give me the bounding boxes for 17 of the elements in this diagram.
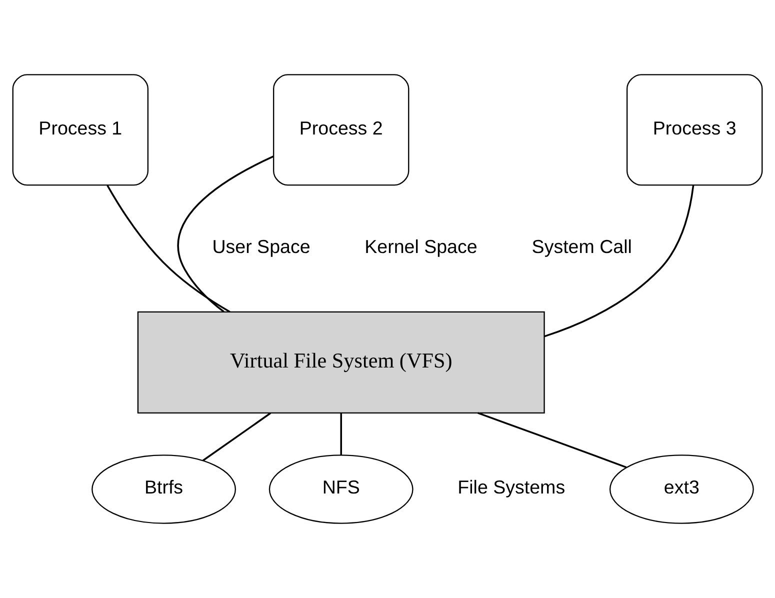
connector	[478, 412, 627, 468]
node-ellipse: NFS	[268, 454, 414, 524]
label: System Call	[532, 236, 632, 257]
connector	[177, 156, 274, 312]
node-box: Virtual File System (VFS)	[137, 311, 545, 414]
label: User Space	[212, 236, 310, 257]
node-box: Process 3	[626, 74, 763, 186]
connector	[544, 185, 694, 338]
label: File Systems	[458, 476, 566, 498]
label: Kernel Space	[364, 236, 478, 257]
connector	[202, 412, 272, 462]
node-ellipse: ext3	[609, 454, 754, 524]
node-box: Process 1	[12, 74, 149, 186]
connector	[340, 413, 342, 456]
node-box: Process 2	[273, 74, 410, 186]
connector	[106, 184, 230, 313]
node-ellipse: Btrfs	[92, 454, 236, 524]
